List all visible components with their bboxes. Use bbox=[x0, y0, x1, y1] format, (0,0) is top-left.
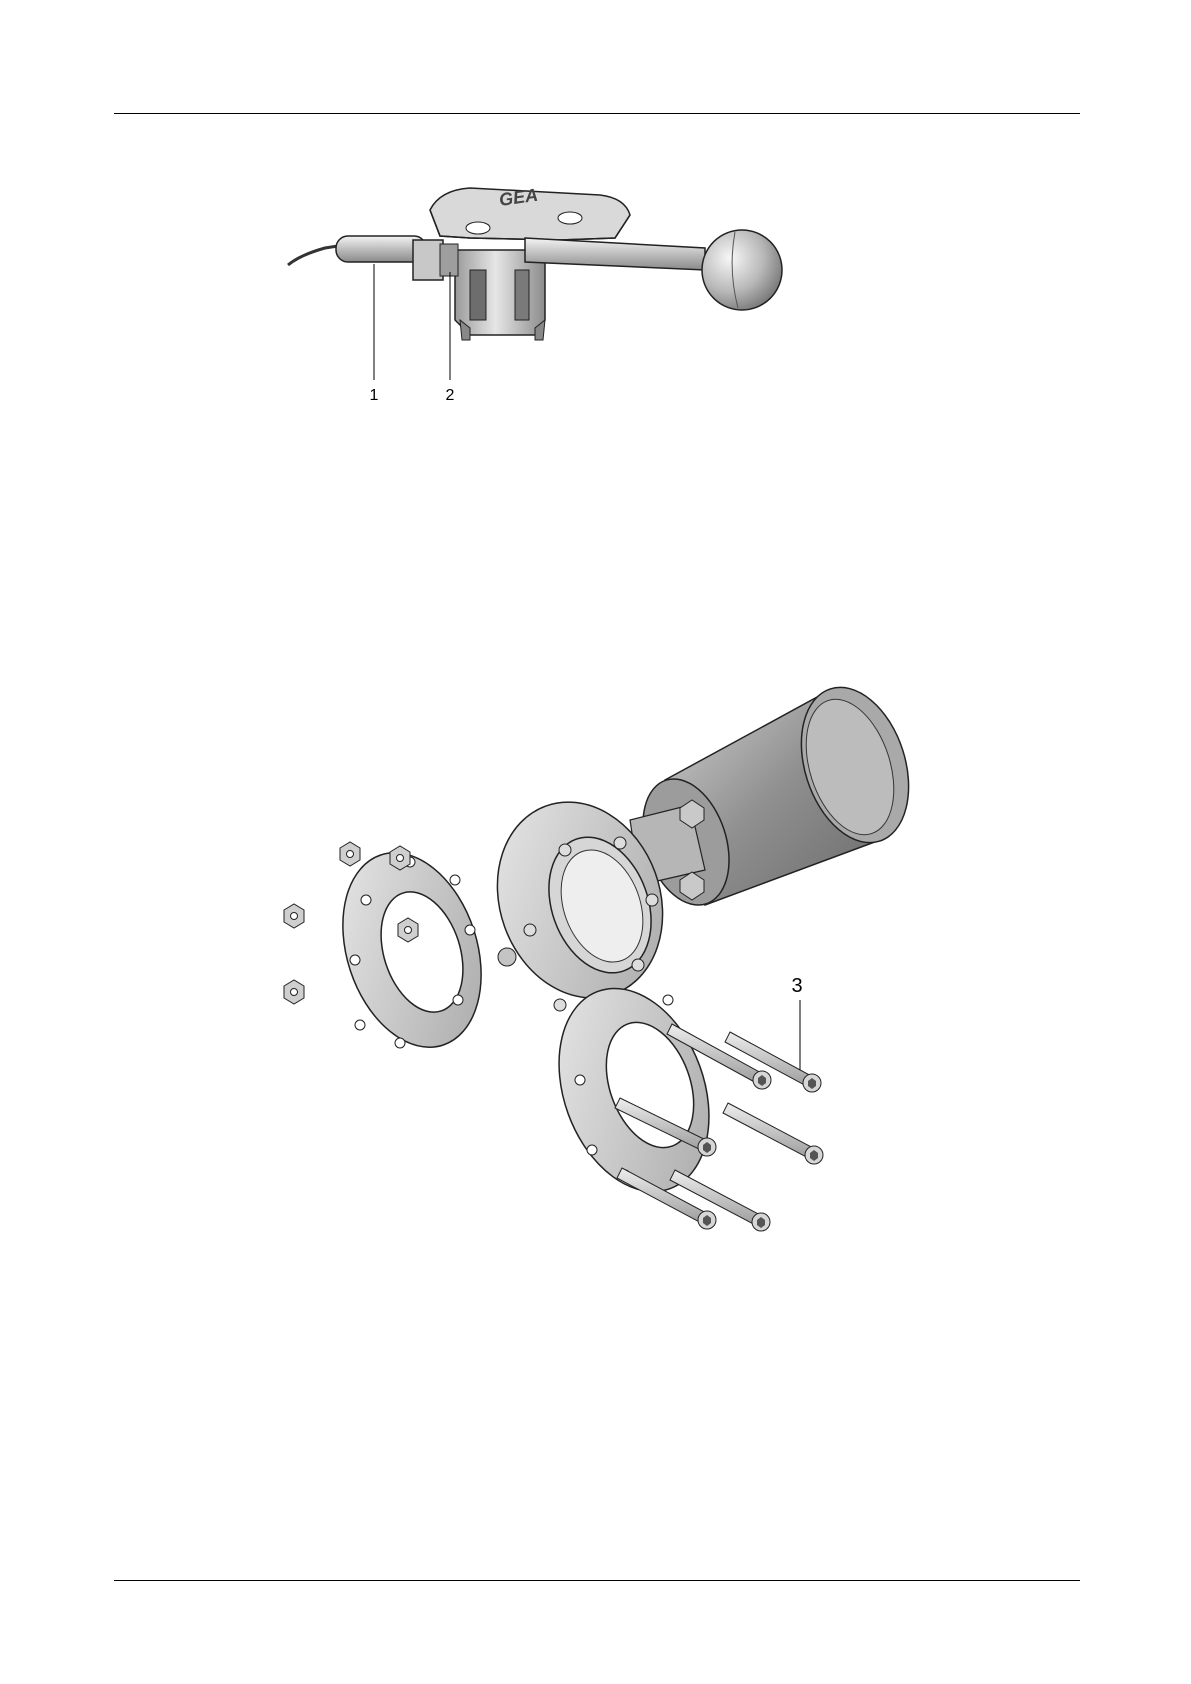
callout-2: 2 bbox=[446, 387, 455, 404]
callout-3: 3 bbox=[791, 975, 802, 997]
bolts bbox=[615, 1024, 823, 1231]
figure-manual-handle: GEA 1 2 bbox=[0, 0, 1191, 420]
callout-1: 1 bbox=[370, 387, 379, 404]
nuts bbox=[284, 842, 418, 1004]
valve-bracket bbox=[630, 800, 705, 900]
actuator-cylinder bbox=[628, 673, 927, 916]
valve-body bbox=[471, 779, 690, 1022]
flange-left bbox=[319, 835, 504, 1065]
footer-rule bbox=[114, 1580, 1080, 1581]
flange-right bbox=[532, 967, 735, 1212]
